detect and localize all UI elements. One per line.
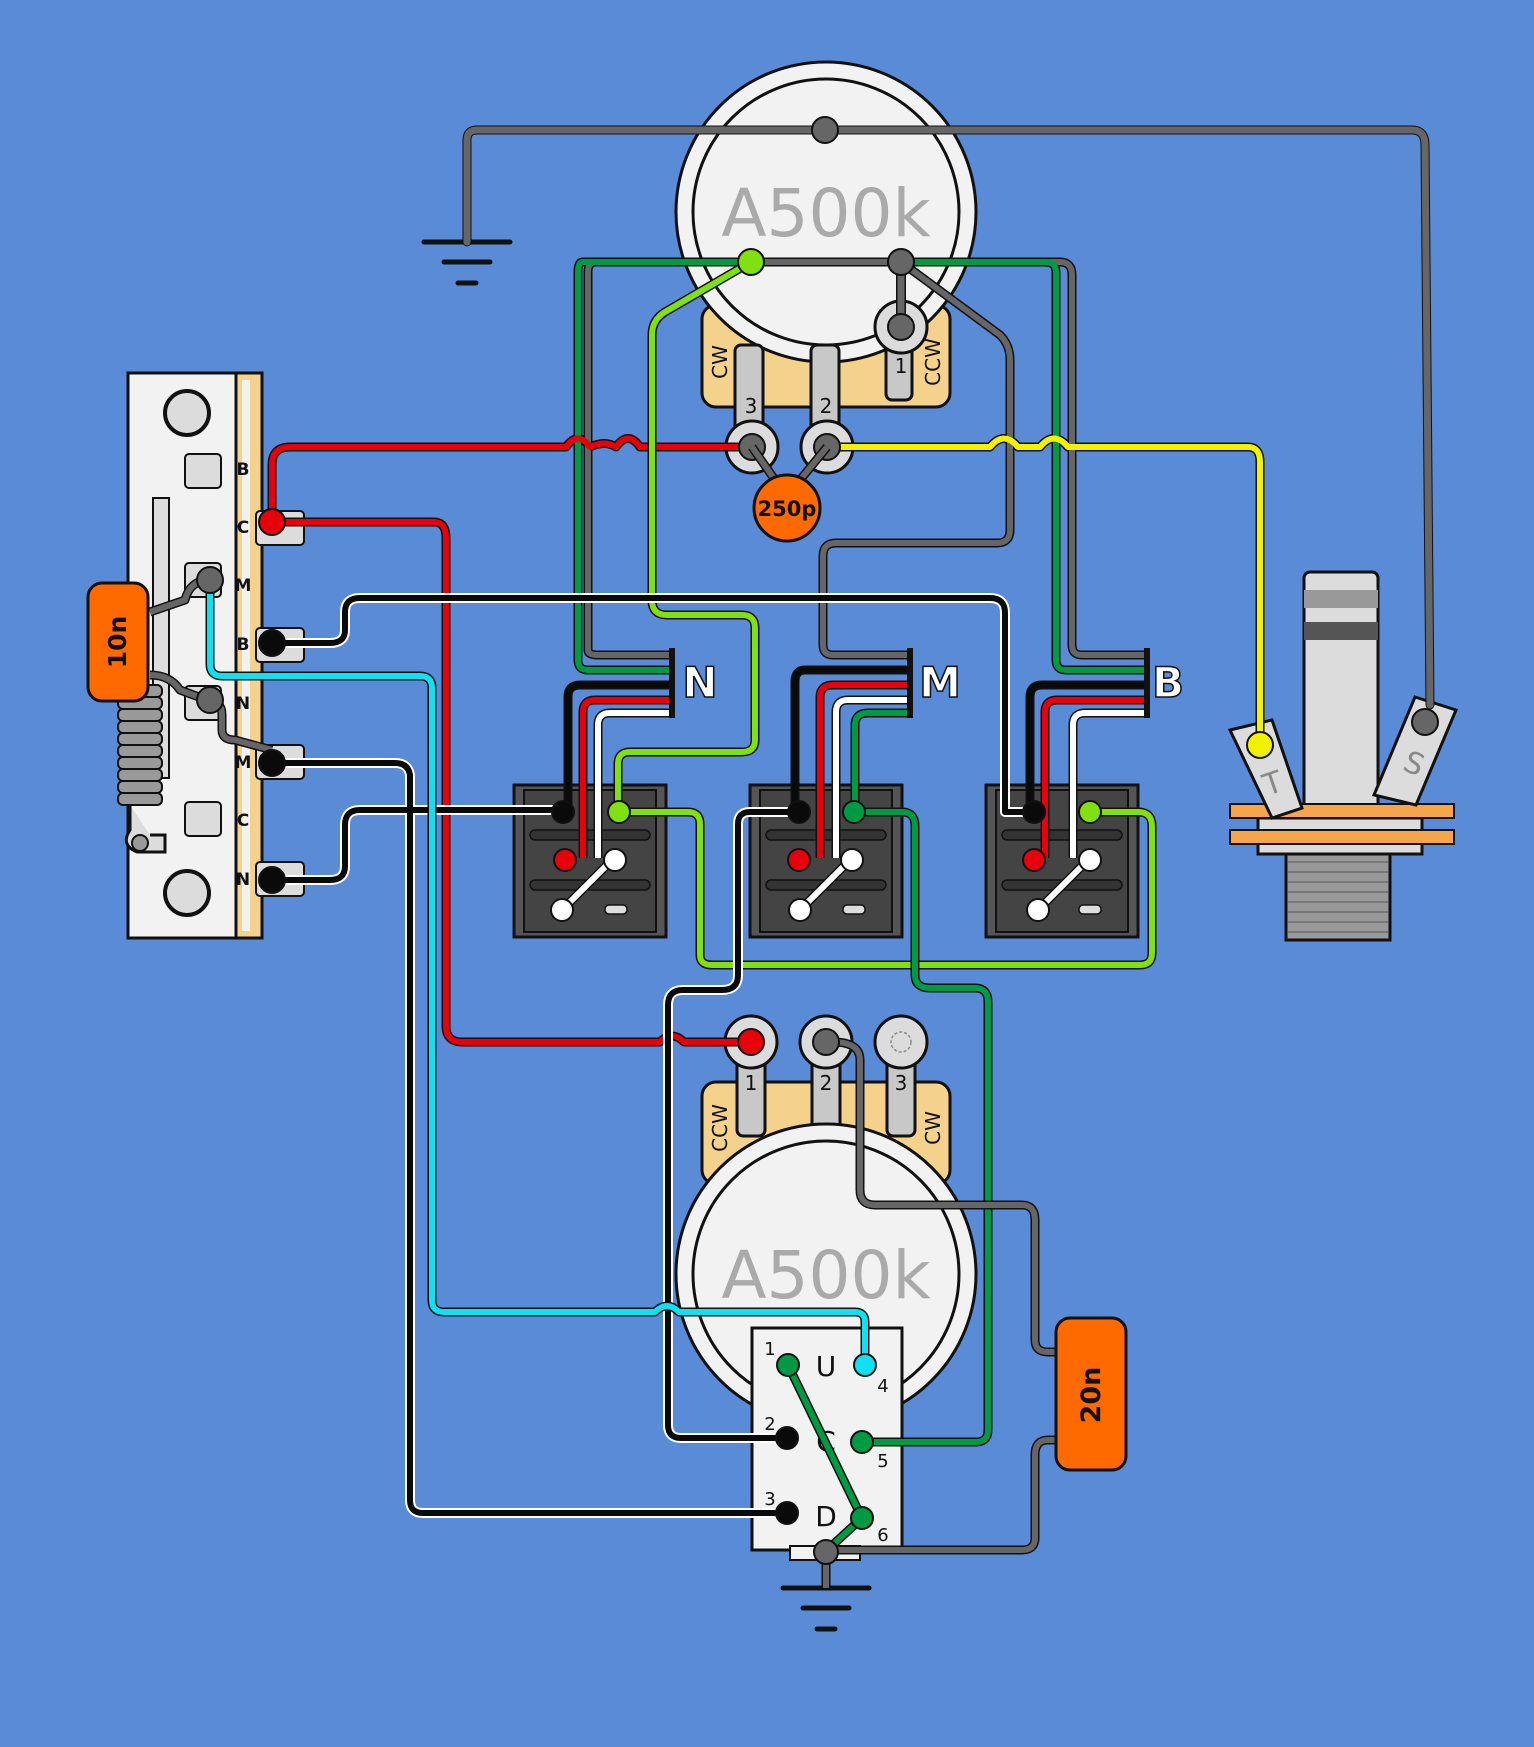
mini-switch-m-label: M (919, 658, 961, 707)
wire-dark-green-switch (575, 259, 1145, 673)
capacitor-20n-label: 20n (1076, 1367, 1107, 1424)
wire-yellow (824, 435, 1263, 748)
volume-lug-1-label: 1 (895, 354, 908, 378)
switch-n-leads (563, 680, 670, 858)
capacitor-250p: 250p (748, 444, 831, 543)
push-pull-pos-u: U (816, 1350, 837, 1383)
wire-lime (615, 259, 1155, 968)
volume-lug-2-label: 2 (820, 394, 833, 418)
selector-mount-hole-top (163, 389, 211, 437)
solder-joints (196, 116, 1439, 1565)
selector-mount-hole-bottom (163, 869, 211, 917)
tone-lug-3-label: 3 (895, 1071, 908, 1095)
volume-ccw-label: CCW (921, 338, 945, 386)
selector-label-n2: N (236, 870, 250, 890)
wire-black (272, 595, 1030, 1516)
switch-m-leads (790, 665, 908, 858)
push-pull-lug-3: 3 (764, 1489, 775, 1510)
selector-label-c1: C (237, 518, 249, 538)
selector-label-b2: B (237, 635, 250, 655)
tone-lug-1-label: 1 (745, 1071, 758, 1095)
selector-label-m2: M (235, 753, 252, 773)
volume-pot-label: A500k (721, 175, 931, 252)
capacitor-10n-label: 10n (103, 616, 132, 669)
selector-strip-inner (242, 380, 250, 931)
tone-lug-2-label: 2 (820, 1071, 833, 1095)
selector-label-n1: N (236, 694, 250, 714)
push-pull-lug-6: 6 (877, 1525, 888, 1546)
volume-lug-3-label: 3 (745, 394, 758, 418)
wire-cyan (207, 580, 868, 1365)
selector-spring (117, 684, 163, 806)
capacitor-250p-label: 250p (758, 497, 817, 521)
tone-cw-label: CW (921, 1111, 945, 1145)
tone-eyelet-3 (873, 1014, 929, 1070)
push-pull-pos-d: D (815, 1500, 837, 1533)
volume-pot: A500k 3 2 1 CW CCW (674, 60, 978, 475)
selector-label-b1: B (237, 460, 250, 480)
capacitor-10n: 10n (86, 581, 150, 703)
switch-label-brackets (669, 648, 1150, 718)
push-pull-lug-1: 1 (764, 1339, 775, 1360)
push-pull-lug-2: 2 (764, 1414, 775, 1435)
wire-ground-top (463, 126, 1434, 709)
push-pull-lug-5: 5 (877, 1451, 888, 1472)
volume-lug-2 (809, 343, 841, 433)
volume-cw-label: CW (708, 345, 732, 379)
tone-ccw-label: CCW (708, 1104, 732, 1152)
push-pull-lug-4: 4 (877, 1376, 888, 1397)
switch-b-leads (1025, 680, 1145, 858)
switch-terminals (550, 800, 1102, 922)
mini-switch-b-label: B (1152, 658, 1184, 707)
selector-spring-anchor (131, 834, 149, 852)
capacitor-20n: 20n (1054, 1316, 1128, 1472)
volume-lug-3 (733, 343, 765, 433)
tone-eyelet-3-hole (890, 1031, 912, 1053)
mini-switch-n-label: N (682, 658, 717, 707)
output-jack: T S (1227, 570, 1459, 942)
selector-label-c2: C (237, 811, 249, 831)
wire-gray-tone (823, 1038, 1058, 1588)
tone-pot-label: A500k (721, 1237, 931, 1314)
selector-label-m1: M (235, 576, 252, 596)
